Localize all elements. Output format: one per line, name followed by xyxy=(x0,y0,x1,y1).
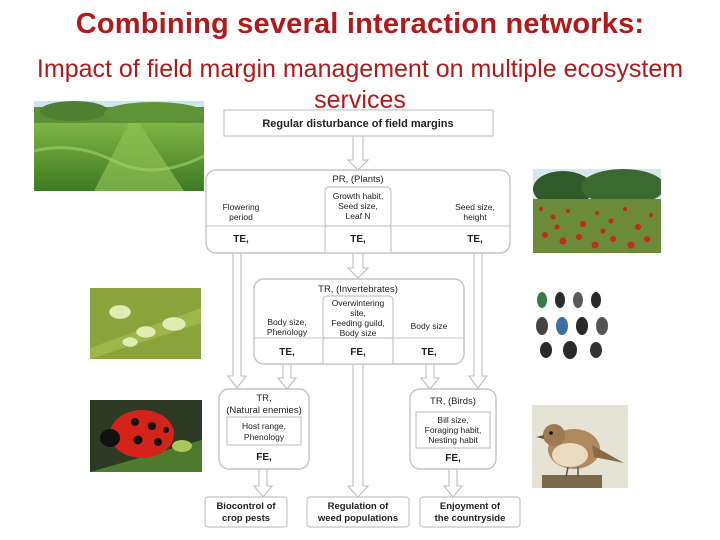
service-enjoyment-line1: Enjoyment of xyxy=(440,501,501,512)
arrow-plants-to-invertebrates xyxy=(346,252,370,279)
invertebrates-col3-line1: Body size xyxy=(411,321,448,331)
natural-enemies-header-line1: TR, xyxy=(256,393,271,404)
plants-header: PR, (Plants) xyxy=(332,174,383,185)
arrow-plants-to-natural-enemies xyxy=(226,252,248,389)
natural-enemies-traits-line2: Phenology xyxy=(244,432,285,442)
plants-col3-line2: height xyxy=(463,212,487,222)
disturbance-label: Regular disturbance of field margins xyxy=(262,118,453,130)
invertebrates-col2-line3: Feeding guild, xyxy=(331,318,384,328)
birds-traits-line2: Foraging habit, xyxy=(425,425,482,435)
invertebrates-col1-line2: Phenology xyxy=(267,327,308,337)
plants-te2-box xyxy=(324,225,392,254)
invertebrates-col2-line4: Body size xyxy=(340,328,377,338)
ladybird-photo xyxy=(90,400,202,472)
arrow-plants-to-birds xyxy=(467,252,489,389)
disturbance-box xyxy=(223,109,494,137)
birds-traits-line3: Nesting habit xyxy=(428,435,478,445)
invertebrates-col2-line2: site, xyxy=(350,308,366,318)
service-weed-regulation-box xyxy=(306,496,410,528)
service-biocontrol-line1: Biocontrol of xyxy=(216,501,276,512)
arrow-top-to-plants xyxy=(346,135,370,171)
service-enjoyment-box xyxy=(419,496,521,528)
plants-col2-line2: Seed size, xyxy=(338,201,378,211)
service-weed-regulation-line2: weed populations xyxy=(317,513,398,524)
slide-title: Combining several interaction networks: xyxy=(75,8,645,40)
natural-enemies-traits-box xyxy=(226,416,302,446)
invertebrates-header: TR, (Invertebrates) xyxy=(318,284,398,295)
invertebrates-te1: TE, xyxy=(279,347,295,358)
aphids-photo xyxy=(90,288,201,359)
plants-col1-line2: period xyxy=(229,212,253,222)
plants-col1-line1: Flowering xyxy=(223,202,260,212)
invertebrates-fe: FE, xyxy=(350,347,366,358)
plants-te1: TE, xyxy=(233,234,249,245)
birds-traits-line1: Bill size, xyxy=(437,415,468,425)
invertebrates-te2: TE, xyxy=(421,347,437,358)
poppy-meadow-photo xyxy=(533,169,661,253)
plants-te3: TE, xyxy=(467,234,483,245)
plants-col2-line1: Growth habit, xyxy=(333,191,384,201)
invertebrates-fe-box xyxy=(322,337,394,365)
beetles-photo xyxy=(530,286,614,361)
natural-enemies-traits-line1: Host range, xyxy=(242,421,286,431)
arrow-invertebrates-to-birds xyxy=(419,363,441,390)
field-margin-photo xyxy=(34,101,204,191)
slide-subtitle: Impact of field margin management on mul… xyxy=(36,55,684,114)
arrow-invertebrates-to-natural-enemies xyxy=(276,363,298,390)
invertebrates-col2-line1: Overwintering xyxy=(332,298,385,308)
service-weed-regulation-line1: Regulation of xyxy=(328,501,390,512)
birds-fe: FE, xyxy=(445,453,461,464)
arrow-natural-enemies-to-biocontrol xyxy=(252,468,274,498)
service-biocontrol-line2: crop pests xyxy=(222,513,270,524)
plants-col3-line1: Seed size, xyxy=(455,202,495,212)
arrow-birds-to-enjoyment xyxy=(442,468,464,498)
arrow-invertebrates-to-weed-regulation xyxy=(346,363,370,498)
plants-te2: TE, xyxy=(350,234,366,245)
plants-col2-line3: Leaf N xyxy=(345,211,370,221)
bird-photo xyxy=(532,405,628,488)
service-biocontrol-box xyxy=(204,496,288,528)
service-enjoyment-line2: the countryside xyxy=(435,513,506,524)
invertebrates-col1-line1: Body size, xyxy=(267,317,306,327)
birds-header: TR, (Birds) xyxy=(430,396,476,407)
natural-enemies-fe: FE, xyxy=(256,452,272,463)
birds-traits-box xyxy=(415,411,491,449)
natural-enemies-header-line2: (Natural enemies) xyxy=(226,405,302,416)
